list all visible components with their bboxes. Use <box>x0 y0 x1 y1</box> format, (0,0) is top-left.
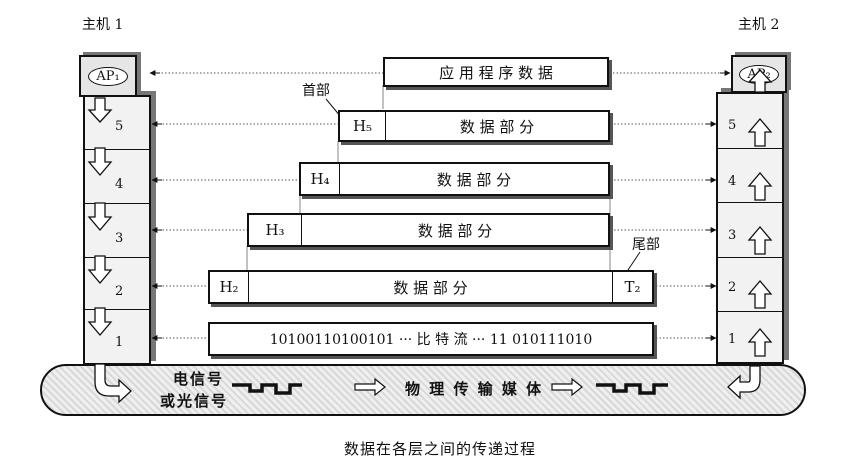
layer2-data: 数 据 部 分 <box>248 272 612 302</box>
signal-waveform-right <box>596 383 668 395</box>
down-arrow-icon <box>87 202 113 232</box>
host1-layer-divider <box>85 257 149 258</box>
t2-trailer: T₂ <box>612 272 652 302</box>
up-arrow-icon <box>747 279 773 309</box>
host1-application: AP₁ <box>79 55 137 97</box>
host2-layer-4-number: 4 <box>728 174 737 189</box>
up-arrow-icon <box>747 117 773 147</box>
host1-layer-2-number: 2 <box>115 284 124 299</box>
host1-layer-5-number: 5 <box>115 119 124 134</box>
host2-layer-divider <box>718 148 782 149</box>
h2-header: H₂ <box>219 278 239 296</box>
layer5-unit: H₅ 数 据 部 分 <box>338 110 610 142</box>
medium-label: 物 理 传 输 媒 体 <box>405 380 544 398</box>
up-arrow-icon <box>747 171 773 201</box>
curved-arrow-icon <box>94 363 132 404</box>
host2-layer-divider <box>718 202 782 203</box>
figure-caption: 数据在各层之间的传递过程 <box>344 440 537 458</box>
signal-label-line1: 电信号 <box>173 370 225 388</box>
host2-layer-1-number: 1 <box>728 332 737 347</box>
flow-arrow-icon <box>354 377 386 397</box>
layer2-unit: H₂ 数 据 部 分 T₂ <box>208 270 654 304</box>
bit-stream-label: 10100110100101 ··· 比 特 流 ··· 11 01011101… <box>269 332 593 348</box>
up-arrow-icon <box>747 225 773 255</box>
host1-ap-label: AP₁ <box>88 66 128 86</box>
h4-header: H₄ <box>310 170 330 188</box>
host1-layer-divider <box>85 203 149 204</box>
signal-waveform-left <box>232 383 302 395</box>
curved-arrow-icon <box>727 365 761 400</box>
application-data-unit: 应 用 程 序 数 据 <box>383 57 609 87</box>
down-arrow-icon <box>87 255 113 285</box>
header-annotation: 首部 <box>302 83 330 99</box>
trailer-pointer <box>625 251 641 274</box>
layer3-data: 数 据 部 分 <box>301 215 608 245</box>
host2-label: 主机 2 <box>738 17 780 33</box>
up-arrow-icon <box>747 327 773 357</box>
host2-layer-3-number: 3 <box>728 228 737 243</box>
signal-label-line2: 或光信号 <box>160 392 229 410</box>
host2-layer-divider <box>718 257 782 258</box>
down-arrow-icon <box>87 307 113 337</box>
trailer-annotation: 尾部 <box>632 237 660 253</box>
host2-layer-divider <box>718 311 782 312</box>
h3-header: H₃ <box>265 221 285 239</box>
layer4-data: 数 据 部 分 <box>339 164 608 194</box>
host1-layer-divider <box>85 149 149 150</box>
layer5-data: 数 据 部 分 <box>385 112 608 140</box>
host1-down-arrows <box>87 97 132 404</box>
physical-medium-pipe <box>40 364 806 416</box>
host1-layer-1-number: 1 <box>115 335 124 350</box>
host1-label: 主机 1 <box>82 17 124 33</box>
host1-layer-3-number: 3 <box>115 231 124 246</box>
host1-layer-divider <box>85 309 149 310</box>
up-arrow-icon <box>747 69 773 93</box>
host2-layer-2-number: 2 <box>728 280 737 295</box>
flow-arrow-icon <box>551 377 583 397</box>
application-data-label: 应 用 程 序 数 据 <box>439 63 553 82</box>
h5-header: H₅ <box>352 117 373 135</box>
host2-layer-5-number: 5 <box>728 118 737 133</box>
down-arrow-icon <box>87 147 113 177</box>
layer4-unit: H₄ 数 据 部 分 <box>299 162 610 196</box>
layer3-unit: H₃ 数 据 部 分 <box>247 213 610 247</box>
host1-stack: 5 4 3 2 1 <box>83 95 151 365</box>
bit-stream-unit: 10100110100101 ··· 比 特 流 ··· 11 01011101… <box>208 322 654 356</box>
host1-layer-4-number: 4 <box>115 177 124 192</box>
down-arrow-icon <box>87 97 113 123</box>
host2-up-arrows <box>727 69 773 400</box>
host2-stack: 5 4 3 2 1 <box>716 92 784 364</box>
